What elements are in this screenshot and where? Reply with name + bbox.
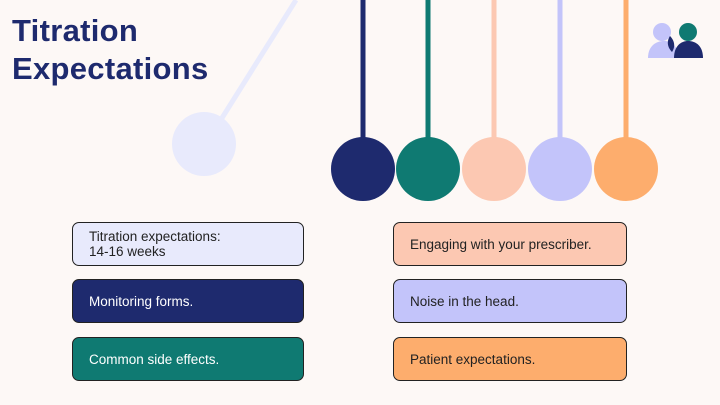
page-title: Titration Expectations bbox=[12, 12, 209, 88]
item-patient-expectations: Patient expectations. bbox=[393, 337, 627, 381]
item-text-line2: 14-16 weeks bbox=[89, 244, 166, 259]
people-icon bbox=[648, 23, 703, 58]
item-common-side-effects: Common side effects. bbox=[72, 337, 304, 381]
pendulum-ball-lavender bbox=[528, 137, 592, 201]
pendulum-ball-navy bbox=[331, 137, 395, 201]
item-titration-expectations: Titration expectations:14-16 weeks bbox=[72, 222, 304, 266]
item-monitoring-forms: Monitoring forms. bbox=[72, 279, 304, 323]
item-text: Monitoring forms. bbox=[89, 293, 194, 309]
pendulum-ball-orange bbox=[594, 137, 658, 201]
item-noise-in-head: Noise in the head. bbox=[393, 279, 627, 323]
item-text: Patient expectations. bbox=[410, 351, 536, 367]
item-text: Engaging with your prescriber. bbox=[410, 236, 592, 252]
pendulum-ball-pale bbox=[172, 112, 236, 176]
pendulum-ball-teal bbox=[396, 137, 460, 201]
pendulum-string-pale bbox=[219, 0, 299, 120]
item-text: Common side effects. bbox=[89, 351, 220, 367]
item-text: Titration expectations: bbox=[89, 229, 221, 244]
pendulum-ball-peach bbox=[462, 137, 526, 201]
title-line-2: Expectations bbox=[12, 51, 209, 86]
item-text: Noise in the head. bbox=[410, 293, 519, 309]
item-engaging-prescriber: Engaging with your prescriber. bbox=[393, 222, 627, 266]
title-line-1: Titration bbox=[12, 13, 139, 48]
